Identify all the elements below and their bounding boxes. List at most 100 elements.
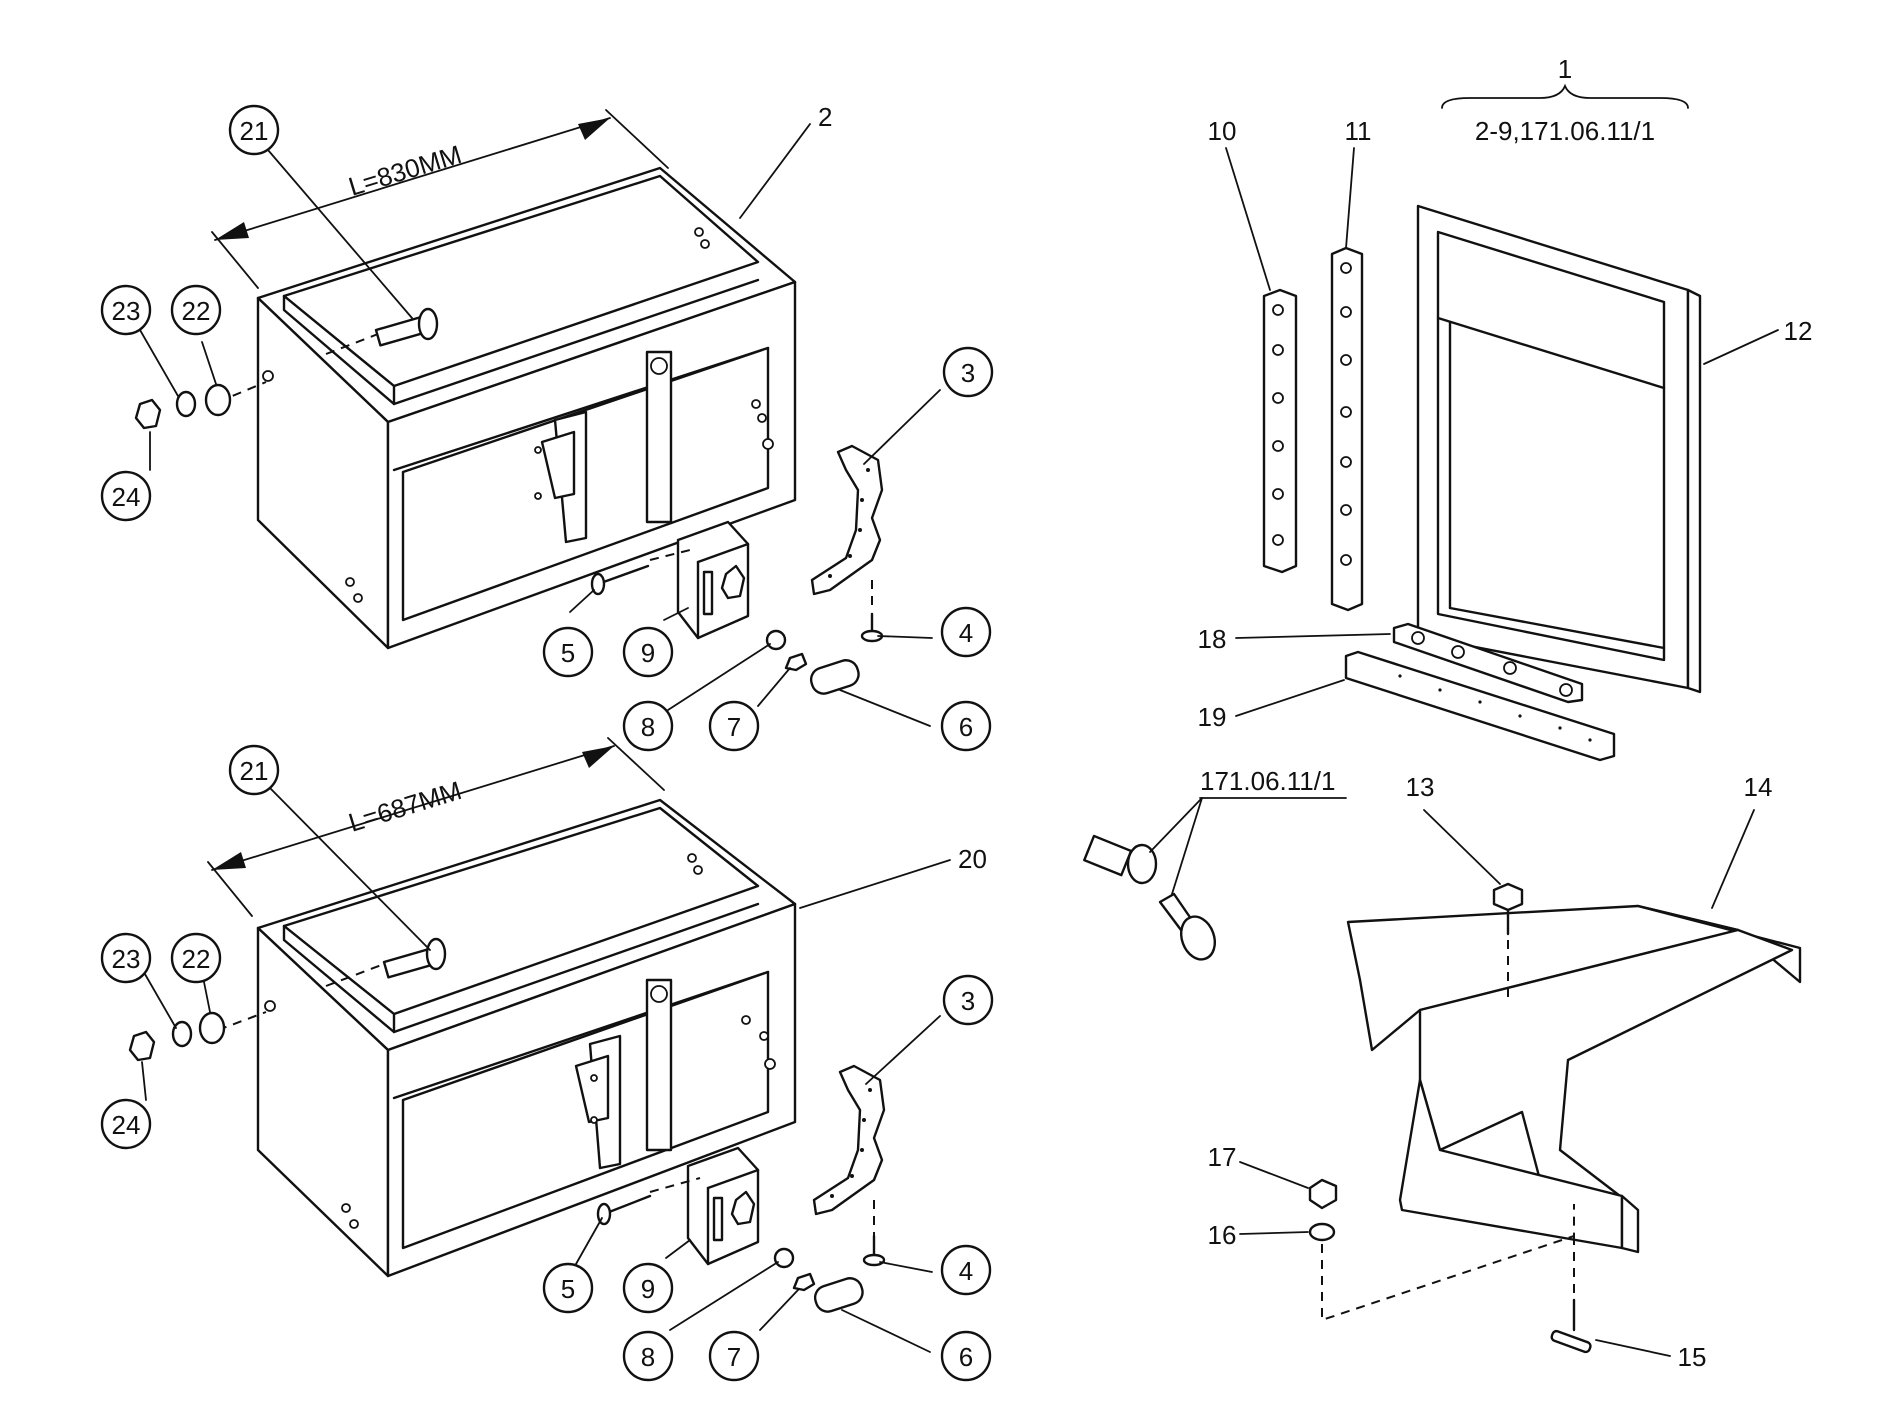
bolt-21 (325, 937, 447, 987)
leader-lines (137, 123, 1779, 1357)
svg-text:4: 4 (959, 1256, 973, 1286)
callout-20: 20 (958, 844, 987, 874)
bolt-21 (325, 307, 439, 355)
callout-3-bottom: 3 (942, 974, 994, 1026)
strip-18 (1392, 622, 1584, 704)
latch-6 (809, 659, 860, 695)
svg-text:22: 22 (182, 296, 211, 326)
callout-18: 18 (1198, 624, 1227, 654)
callout-24-bottom: 24 (100, 1098, 152, 1150)
svg-text:9: 9 (641, 638, 655, 668)
callout-21-top: 21 (228, 104, 280, 156)
hinge-strip-11 (1330, 246, 1364, 612)
bottom-dimension-arrow (207, 737, 665, 917)
svg-text:23: 23 (112, 944, 141, 974)
svg-text:5: 5 (561, 638, 575, 668)
callout-13: 13 (1406, 772, 1435, 802)
seal-19 (1344, 650, 1616, 762)
callout-12: 12 (1784, 316, 1813, 346)
svg-text:7: 7 (727, 1342, 741, 1372)
bottom-box-assembly: L=687MM (128, 737, 886, 1313)
item1-brace (1441, 83, 1689, 109)
top-length-dimension: L=830MM (345, 139, 465, 202)
lock-cylinder (1083, 834, 1158, 885)
hinge-strip-10 (1262, 288, 1298, 574)
callout-5-top: 5 (542, 626, 594, 678)
callout-9-bottom: 9 (622, 1262, 674, 1314)
lock-bracket-9 (686, 1146, 760, 1266)
top-box-assembly: L=830MM (134, 109, 884, 695)
hinge-3 (810, 444, 884, 596)
svg-text:3: 3 (961, 986, 975, 1016)
callout-23-top: 23 (100, 284, 152, 336)
svg-text:21: 21 (240, 756, 269, 786)
item1-label: 1 (1558, 54, 1572, 84)
svg-text:9: 9 (641, 1274, 655, 1304)
screw-8 (773, 1247, 795, 1269)
washer-7 (792, 1272, 816, 1292)
callout-5-bottom: 5 (542, 1262, 594, 1314)
tool-box-687 (256, 798, 797, 1278)
svg-text:24: 24 (112, 482, 141, 512)
top-dimension-arrow (211, 109, 669, 289)
svg-text:22: 22 (182, 944, 211, 974)
callout-9-top: 9 (622, 626, 674, 678)
svg-text:8: 8 (641, 712, 655, 742)
lock-washer-23 (175, 390, 197, 418)
callout-6-bottom: 6 (940, 1330, 992, 1382)
callout-21-bottom: 21 (228, 744, 280, 796)
washer-16 (1308, 1222, 1336, 1242)
callout-7-bottom: 7 (708, 1330, 760, 1382)
svg-text:8: 8 (641, 1342, 655, 1372)
nut-24 (134, 398, 162, 430)
nut-17 (1308, 1178, 1338, 1210)
svg-text:4: 4 (959, 618, 973, 648)
washer-22 (198, 1011, 226, 1045)
hasp-strap (645, 350, 673, 524)
callout-19: 19 (1198, 702, 1227, 732)
screw-5 (590, 549, 691, 596)
lock-washer-23 (171, 1020, 193, 1048)
screw-4 (860, 612, 884, 643)
hasp-strap (645, 978, 673, 1152)
callout-16: 16 (1208, 1220, 1237, 1250)
bolt-13 (1492, 882, 1524, 1000)
svg-text:5: 5 (561, 1274, 575, 1304)
item1-ref-label: 2-9,171.06.11/1 (1475, 116, 1655, 146)
callout-17: 17 (1208, 1142, 1237, 1172)
washer-7 (784, 652, 808, 672)
key (1158, 892, 1217, 961)
callout-4-top: 4 (940, 606, 992, 658)
svg-text:3: 3 (961, 358, 975, 388)
callout-23-bottom: 23 (100, 932, 152, 984)
mounting-bracket-14 (1346, 904, 1802, 1254)
svg-text:6: 6 (959, 712, 973, 742)
nut-24 (128, 1030, 156, 1062)
bottom-length-dimension: L=687MM (345, 775, 465, 838)
lock-ref-label: 171.06.11/1 (1200, 766, 1335, 796)
svg-text:7: 7 (727, 712, 741, 742)
lock-bracket-9 (676, 520, 750, 640)
latch-6 (813, 1277, 864, 1313)
callout-11: 11 (1345, 116, 1372, 146)
callout-8-bottom: 8 (622, 1330, 674, 1382)
door-frame-12 (1416, 204, 1702, 694)
svg-text:6: 6 (959, 1342, 973, 1372)
callout-4-bottom: 4 (940, 1244, 992, 1296)
callout-3-top: 3 (942, 346, 994, 398)
svg-text:24: 24 (112, 1110, 141, 1140)
callout-8-top: 8 (622, 700, 674, 752)
callout-22-bottom: 22 (170, 932, 222, 984)
callout-6-top: 6 (940, 700, 992, 752)
screw-8 (765, 629, 787, 651)
door-parts: 1 2-9,171.06.11/1 (1083, 54, 1802, 1354)
screw-4 (862, 1234, 886, 1267)
svg-text:23: 23 (112, 296, 141, 326)
hinge-3 (812, 1064, 886, 1216)
callout-22-top: 22 (170, 284, 222, 336)
callout-10: 10 (1208, 116, 1237, 146)
washer-22 (204, 383, 232, 417)
callout-2: 2 (818, 102, 832, 132)
callout-24-top: 24 (100, 470, 152, 522)
